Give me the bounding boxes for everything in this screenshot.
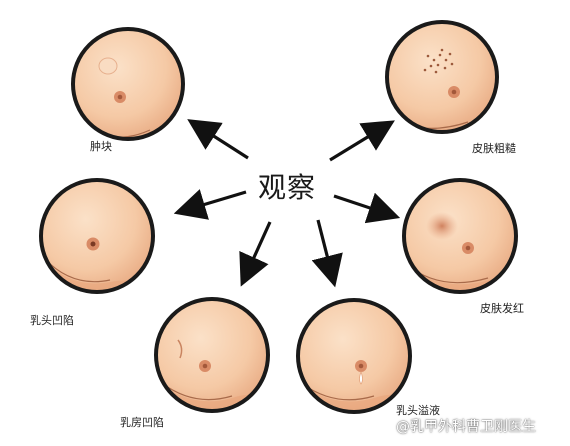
arrow-to-skin-redness xyxy=(333,192,401,224)
nipple-inversion-illustration xyxy=(39,178,155,294)
label-skin-roughness: 皮肤粗糙 xyxy=(472,142,516,155)
arrow-to-lump xyxy=(187,119,249,160)
watermark: @乳甲外科曹卫刚医生 xyxy=(396,419,536,435)
lump-illustration xyxy=(71,27,185,141)
center-label: 观察 xyxy=(258,171,317,204)
breast-dimpling-illustration xyxy=(154,297,270,413)
label-nipple-discharge: 乳头溢液 xyxy=(396,404,440,417)
arrows xyxy=(173,119,401,288)
label-nipple-inversion: 乳头凹陷 xyxy=(30,314,74,327)
roughness-dots xyxy=(423,48,454,74)
arrow-to-breast-dimpling xyxy=(239,221,272,287)
nipple-discharge-illustration xyxy=(296,298,412,414)
skin-redness-illustration xyxy=(402,178,518,294)
arrow-to-nipple-inversion xyxy=(173,189,247,220)
label-lump: 肿块 xyxy=(90,140,112,153)
label-skin-redness: 皮肤发红 xyxy=(480,302,524,315)
skin-roughness-illustration xyxy=(385,20,499,134)
label-breast-dimpling: 乳房凹陷 xyxy=(120,416,164,429)
arrow-to-skin-roughness xyxy=(329,120,395,162)
arrow-to-nipple-discharge xyxy=(311,219,343,288)
